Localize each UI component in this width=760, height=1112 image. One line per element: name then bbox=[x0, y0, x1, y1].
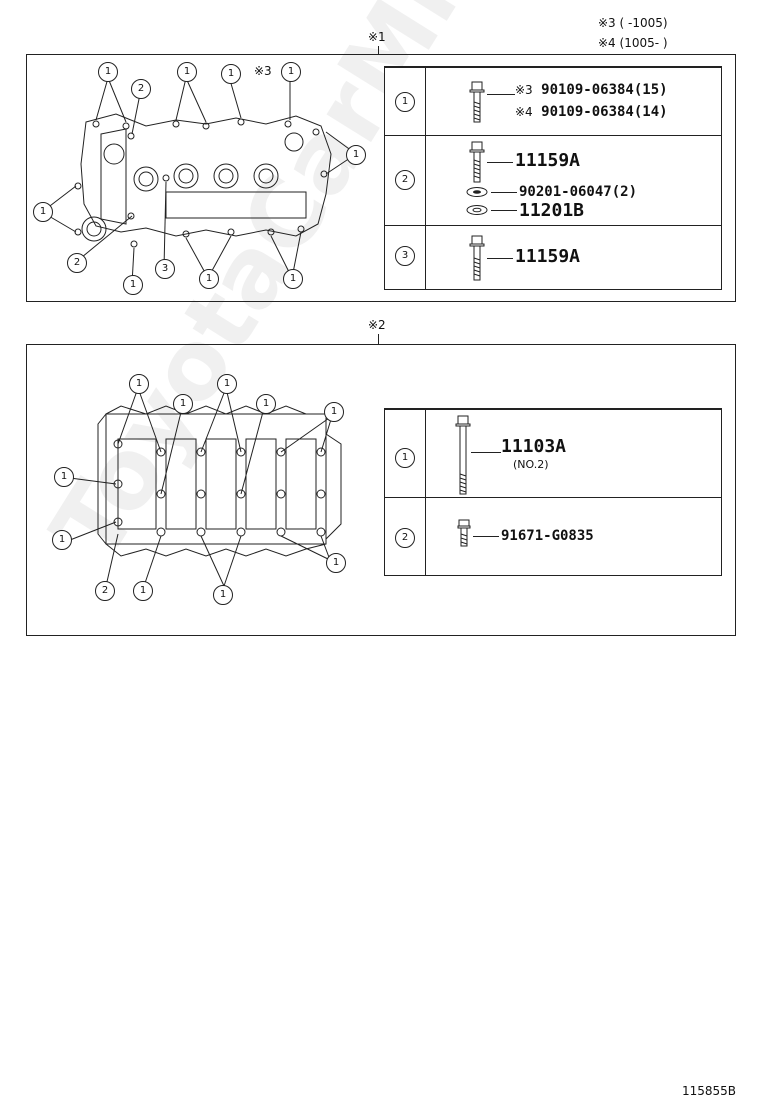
s2-callout-1b: 1 bbox=[173, 394, 193, 414]
s1-row-1-line-1-mark: ※3 bbox=[515, 83, 533, 97]
section1-panel bbox=[26, 54, 736, 302]
s1-callout-1i: 1 bbox=[283, 269, 303, 289]
s2-callout-1g: 1 bbox=[52, 530, 72, 550]
s1-row-1-line-2: ※4 90109-06384(14) bbox=[515, 104, 668, 120]
s2-row-2: 2 91671-G0835 bbox=[385, 497, 721, 576]
s1-row-2-line-1: 11159A bbox=[515, 150, 581, 171]
s1-row-1-line-1: ※3 90109-06384(15) bbox=[515, 82, 668, 98]
s1-row-1-leader bbox=[487, 94, 515, 95]
s1-row-1-line-2-mark: ※4 bbox=[515, 105, 533, 119]
s2-row-1-sub: (NO.2) bbox=[513, 458, 549, 471]
s2-index-column bbox=[385, 409, 426, 575]
bolt-long-icon bbox=[469, 141, 485, 183]
s2-row-2-part: 91671-G0835 bbox=[501, 528, 594, 544]
section1-diagram bbox=[41, 77, 357, 285]
s1-callout-note3: ※3 bbox=[254, 64, 272, 78]
s2-row-1-leader bbox=[471, 452, 501, 453]
s2-callout-1a: 1 bbox=[129, 374, 149, 394]
s1-row-3-index: 3 bbox=[395, 246, 415, 266]
s1-callout-1f: 1 bbox=[33, 202, 53, 222]
s2-callout-1c: 1 bbox=[217, 374, 237, 394]
note-3-range: ( -1005) bbox=[619, 16, 668, 30]
s2-row-1: 1 11103A (NO.2) bbox=[385, 409, 721, 498]
note-4-mark: ※4 bbox=[598, 36, 616, 50]
s2-callout-1d: 1 bbox=[256, 394, 276, 414]
s1-row-3-line-1: 11159A bbox=[515, 246, 581, 267]
s1-callout-1h: 1 bbox=[199, 269, 219, 289]
s1-row-1: 1 ※3 90109-06384(15) ※4 90109-06384(14) bbox=[385, 67, 721, 136]
s1-row-2: 2 11159A 90201-06047(2) 11201B bbox=[385, 135, 721, 226]
section1-label: ※1 bbox=[368, 30, 386, 44]
s2-row-2-index: 2 bbox=[395, 528, 415, 548]
s1-callout-2a: 2 bbox=[131, 79, 151, 99]
s1-row-3: 3 11159A bbox=[385, 225, 721, 290]
s1-row-2-leader-3 bbox=[491, 210, 517, 211]
s2-row-1-part: 11103A bbox=[501, 436, 567, 457]
s2-callout-1i: 1 bbox=[133, 581, 153, 601]
s2-callout-1j: 1 bbox=[213, 585, 233, 605]
s1-callout-3: 3 bbox=[155, 259, 175, 279]
s1-callout-1g: 1 bbox=[123, 275, 143, 295]
s1-callout-1a: 1 bbox=[98, 62, 118, 82]
s1-row-2-leader-2 bbox=[491, 192, 517, 193]
section2-label: ※2 bbox=[368, 318, 386, 332]
bolt-short-icon bbox=[469, 81, 485, 123]
s1-row-2-line-2-part: 90201-06047 bbox=[519, 184, 612, 200]
note-3: ※3 ( -1005) bbox=[598, 16, 668, 30]
s1-callout-2b: 2 bbox=[67, 253, 87, 273]
s2-callout-1f: 1 bbox=[54, 467, 74, 487]
long-bolt-icon bbox=[455, 415, 471, 495]
short-bolt-icon bbox=[457, 519, 471, 547]
s1-row-3-leader bbox=[487, 258, 513, 259]
s1-callout-1b: 1 bbox=[177, 62, 197, 82]
gasket-ring-icon bbox=[466, 205, 488, 215]
s1-row-2-line-3: 11201B bbox=[519, 200, 585, 221]
footer-code: 115855B bbox=[682, 1084, 737, 1098]
s2-row-1-index: 1 bbox=[395, 448, 415, 468]
section1-parts-table: 1 ※3 90109-06384(15) ※4 90109-06384(14) … bbox=[384, 66, 722, 290]
s1-row-2-line-2-qty: (2) bbox=[611, 184, 638, 200]
section2-parts-table: 1 11103A (NO.2) 2 91671-G0835 bbox=[384, 408, 722, 576]
s1-row-1-line-2-qty: (14) bbox=[633, 104, 668, 120]
s1-row-1-index: 1 bbox=[395, 92, 415, 112]
s1-index-column bbox=[385, 67, 426, 289]
section1-leader bbox=[378, 46, 379, 54]
note-4-range: (1005- ) bbox=[619, 36, 668, 50]
s1-row-2-line-2: 90201-06047(2) bbox=[519, 184, 637, 200]
section2-diagram bbox=[69, 387, 342, 587]
section2-leader bbox=[378, 334, 379, 344]
s1-callout-1e: 1 bbox=[346, 145, 366, 165]
bolt-icon bbox=[469, 235, 485, 281]
washer-icon bbox=[466, 187, 488, 197]
note-4: ※4 (1005- ) bbox=[598, 36, 668, 50]
s1-row-1-line-2-part: 90109-06384 bbox=[541, 104, 634, 120]
s1-callout-1c: 1 bbox=[221, 64, 241, 84]
s2-callout-1e: 1 bbox=[324, 402, 344, 422]
note-3-mark: ※3 bbox=[598, 16, 616, 30]
s2-row-2-leader bbox=[473, 536, 499, 537]
s1-row-1-line-1-qty: (15) bbox=[633, 82, 668, 98]
s1-row-2-index: 2 bbox=[395, 170, 415, 190]
s2-callout-2: 2 bbox=[95, 581, 115, 601]
section2-panel bbox=[26, 344, 736, 636]
s1-callout-1d: 1 bbox=[281, 62, 301, 82]
s2-callout-1h: 1 bbox=[326, 553, 346, 573]
s1-row-1-line-1-part: 90109-06384 bbox=[541, 82, 634, 98]
s1-row-2-leader-1 bbox=[487, 162, 513, 163]
